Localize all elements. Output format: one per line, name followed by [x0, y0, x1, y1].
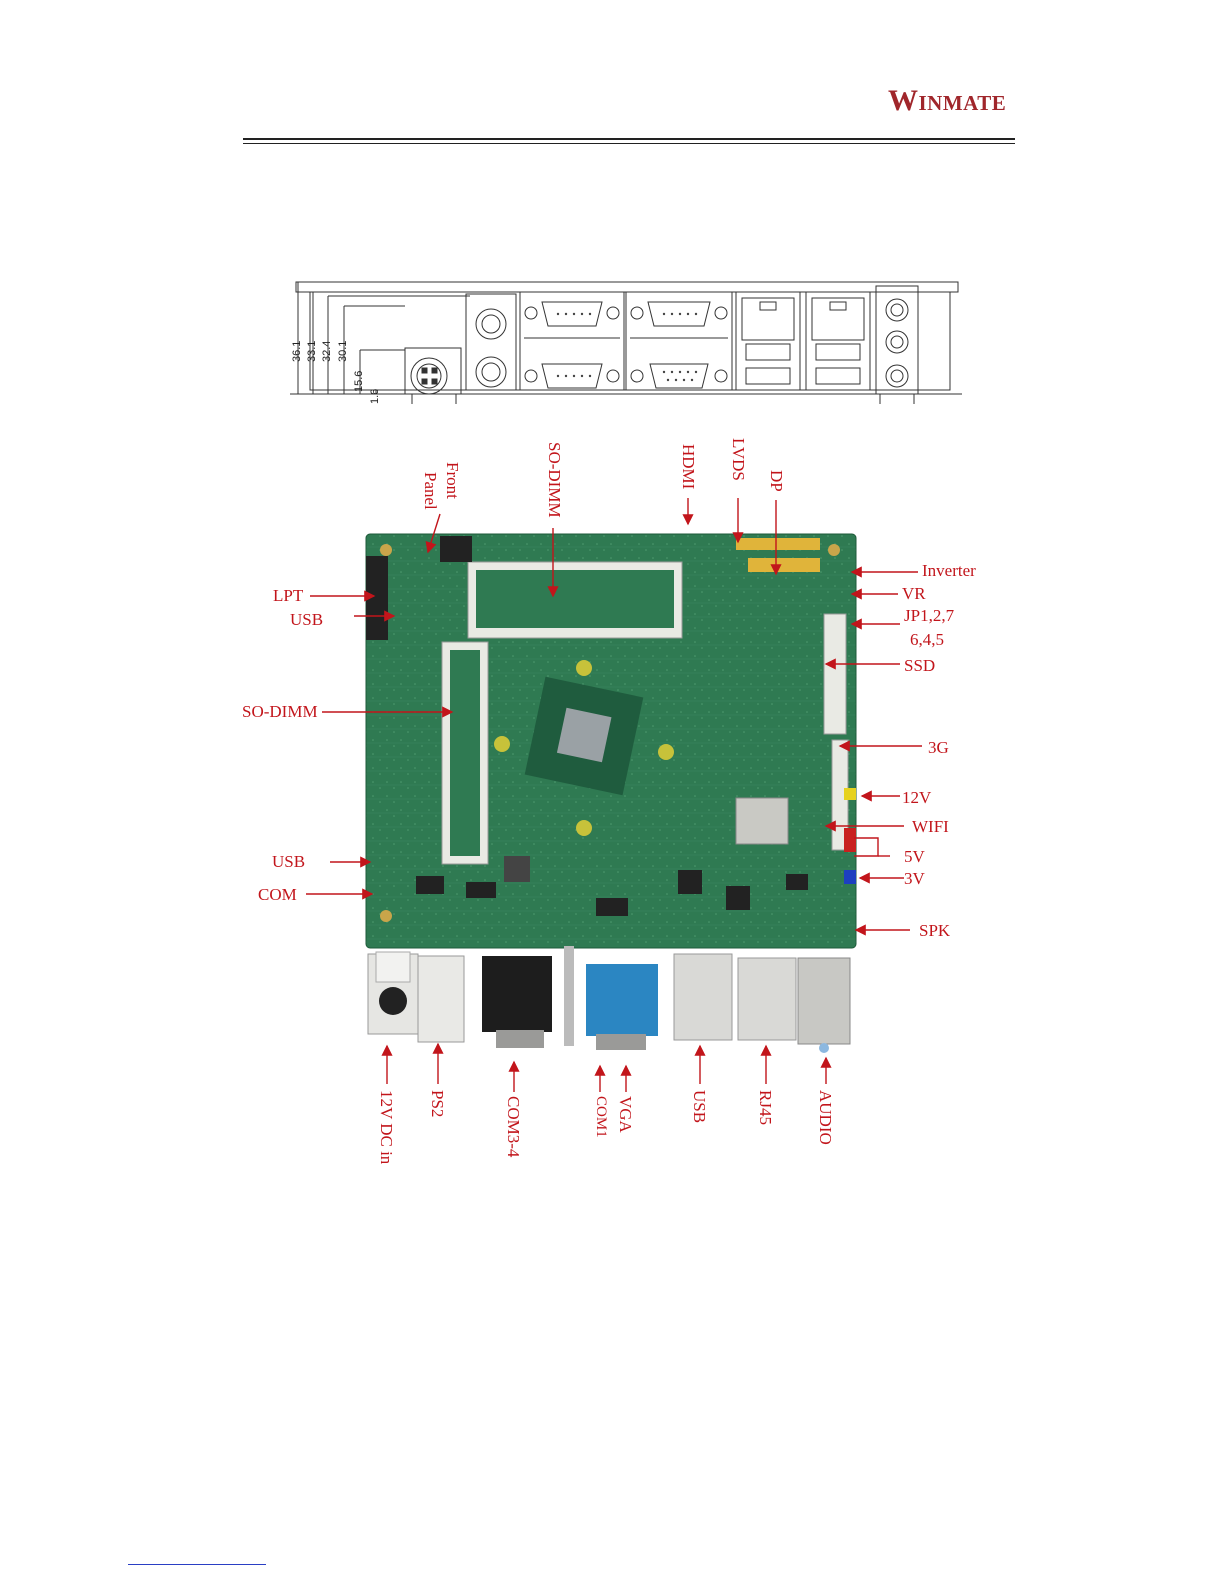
label-dp: DP: [766, 470, 786, 492]
label-usb-left-top: USB: [290, 610, 323, 630]
label-rj45: RJ45: [755, 1090, 775, 1125]
label-usb-left-bottom: USB: [272, 852, 305, 872]
label-jp-line2: 6,4,5: [910, 630, 944, 650]
label-com1: COM1: [592, 1096, 609, 1138]
label-12v: 12V: [902, 788, 931, 808]
label-5v: 5V: [904, 847, 925, 867]
label-so-dimm-top: SO-DIMM: [544, 442, 564, 518]
label-inverter: Inverter: [922, 561, 976, 581]
label-spk: SPK: [919, 921, 950, 941]
label-3v: 3V: [904, 869, 925, 889]
label-front-panel-line1: Front: [442, 462, 462, 499]
label-jp-line1: JP1,2,7: [904, 606, 954, 626]
label-com3-4: COM3-4: [503, 1096, 523, 1157]
label-audio: AUDIO: [815, 1090, 835, 1145]
label-ssd: SSD: [904, 656, 935, 676]
label-front-panel-line2: Panel: [420, 472, 440, 510]
label-usb-bottom: USB: [689, 1090, 709, 1123]
label-ps2: PS2: [427, 1090, 447, 1117]
label-wifi: WIFI: [912, 817, 949, 837]
label-3g: 3G: [928, 738, 949, 758]
label-vr: VR: [902, 584, 926, 604]
label-com-left: COM: [258, 885, 297, 905]
footer-link-underline[interactable]: [128, 1564, 266, 1565]
label-lpt: LPT: [273, 586, 303, 606]
label-hdmi: HDMI: [678, 444, 698, 489]
label-vga: VGA: [615, 1096, 635, 1133]
label-lvds: LVDS: [728, 438, 748, 481]
label-so-dimm-left: SO-DIMM: [242, 702, 318, 722]
label-12v-dc-in: 12V DC in: [376, 1090, 396, 1164]
